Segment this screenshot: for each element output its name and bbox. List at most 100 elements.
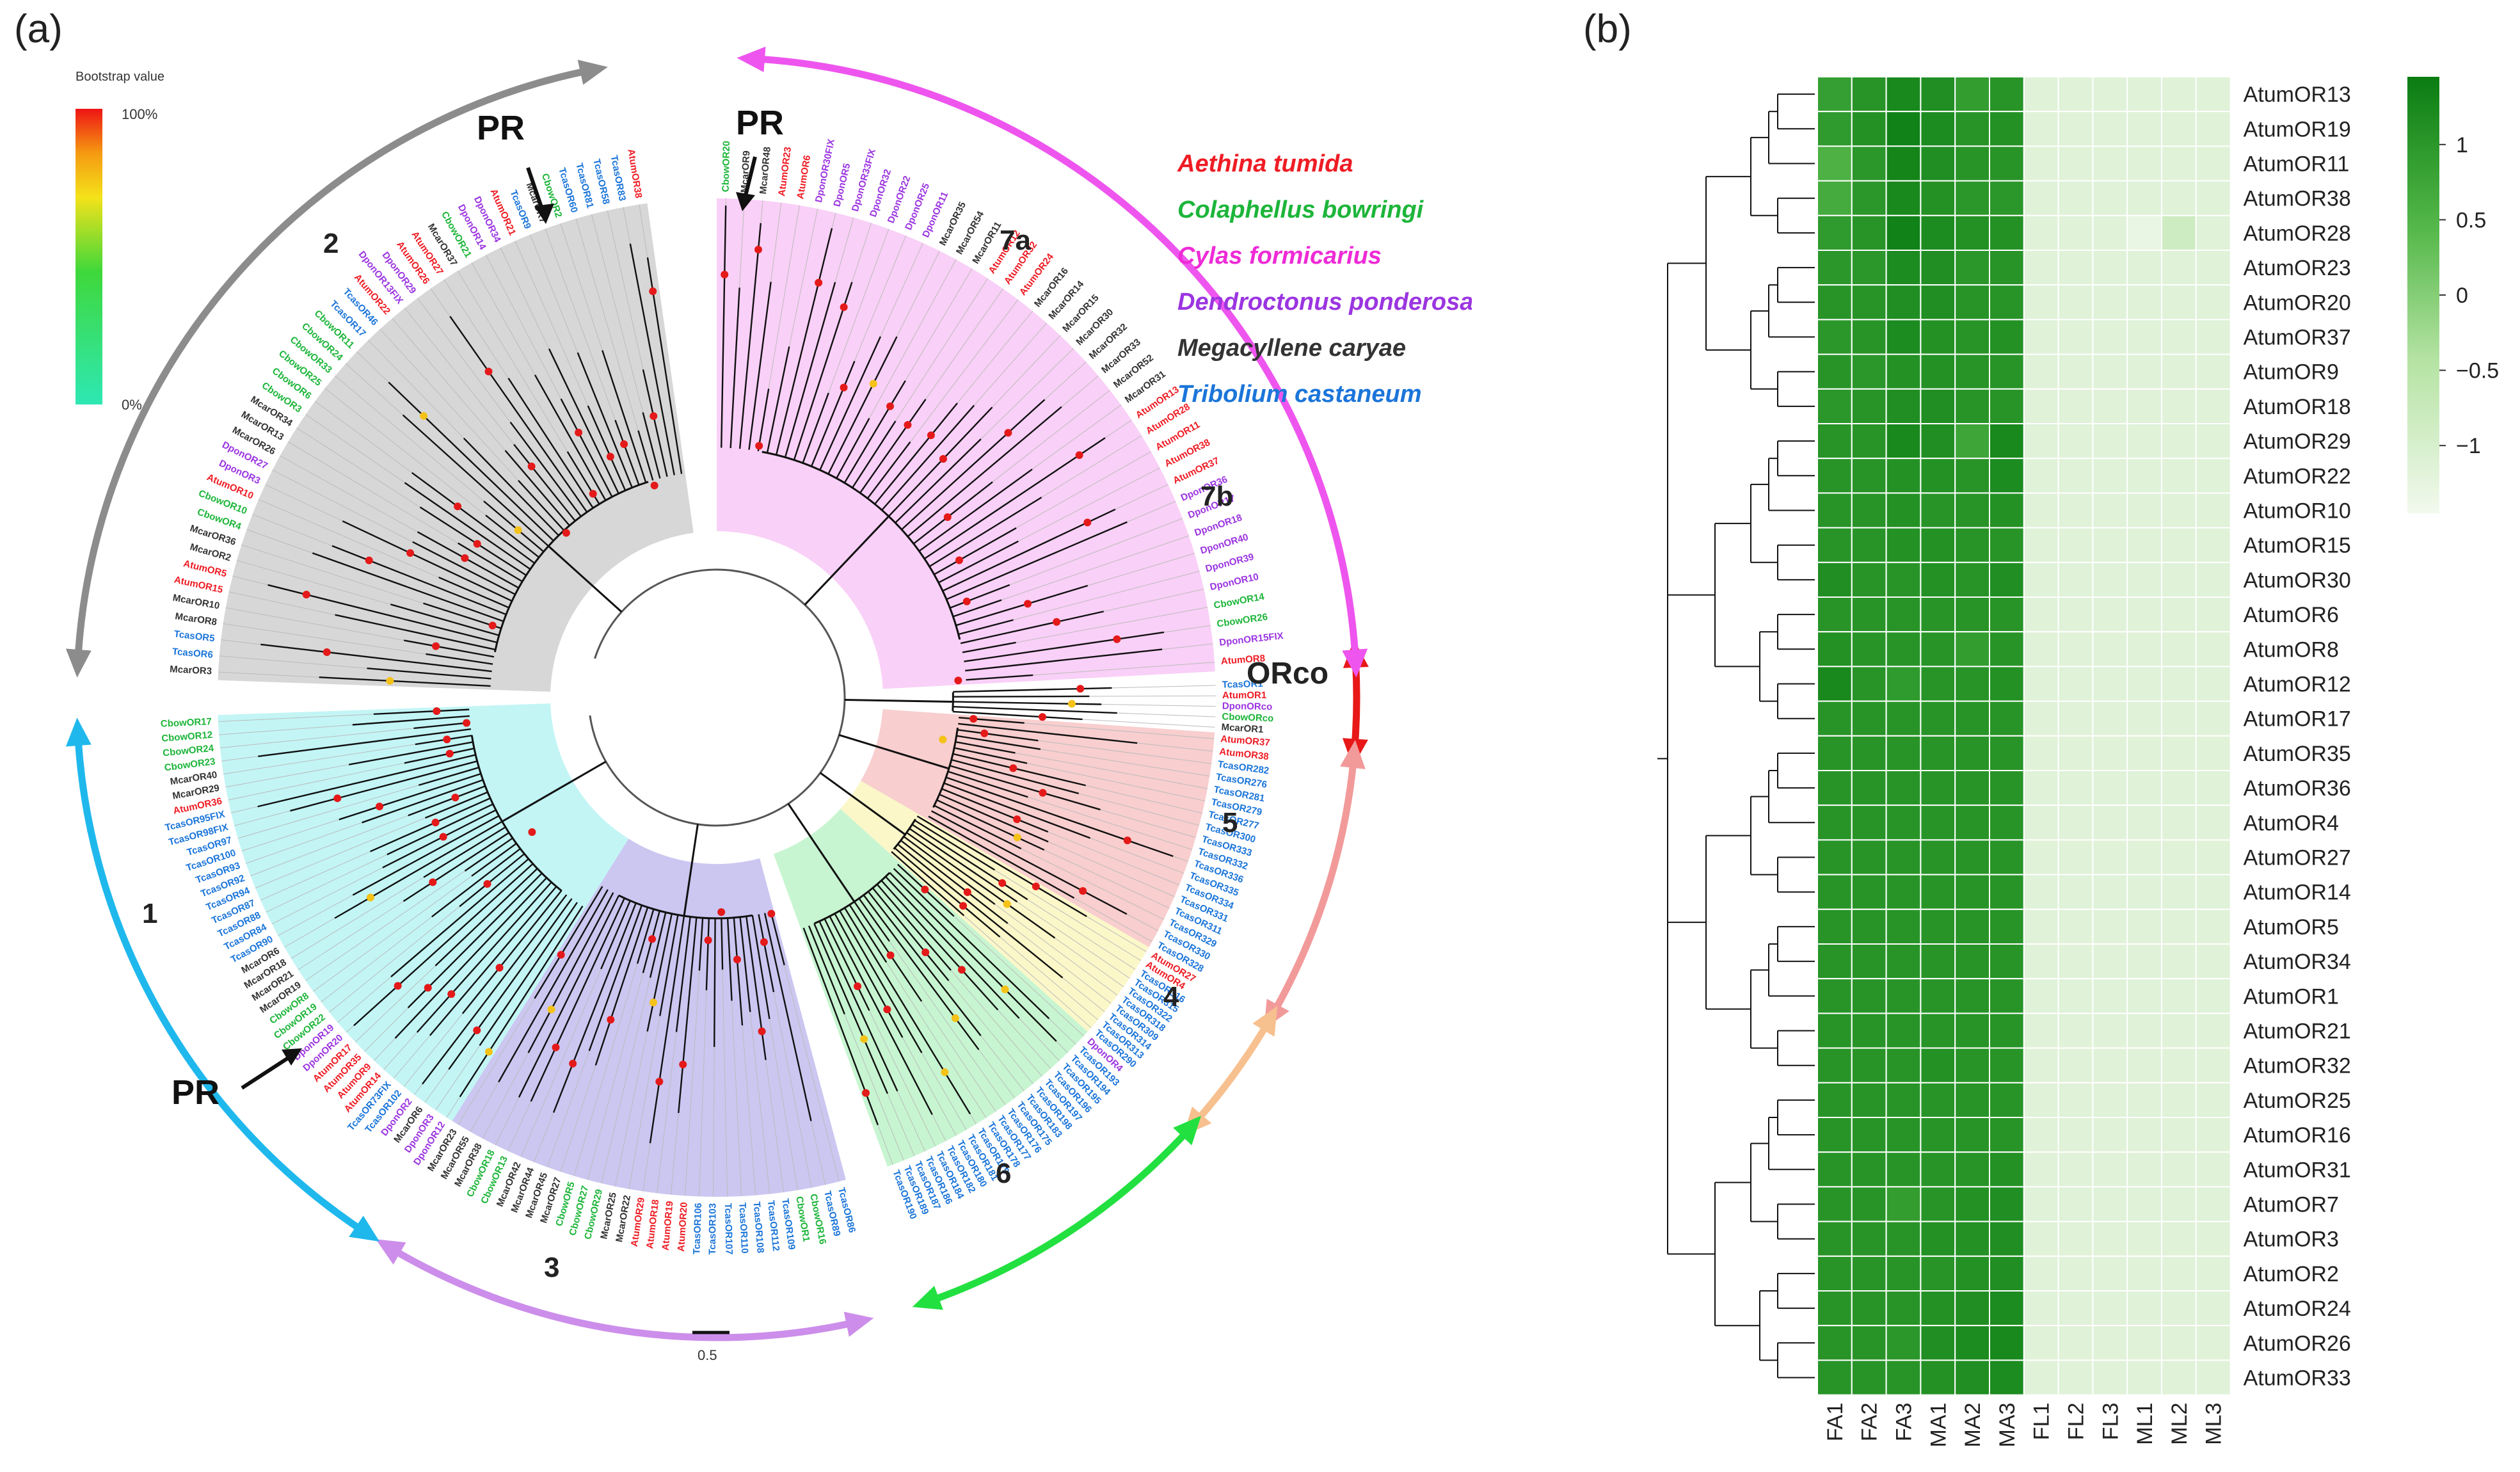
heatmap-cell <box>2057 458 2094 494</box>
leaf-branch <box>867 891 982 1036</box>
bootstrap-node <box>406 549 415 557</box>
heatmap-cell <box>2161 1359 2197 1396</box>
heatmap-cell <box>2057 319 2094 355</box>
leaf-label: AtumOR15 <box>173 574 223 595</box>
heatmap-cell <box>2092 666 2128 702</box>
leaf-guide <box>910 299 1019 442</box>
heatmap-cell <box>1817 388 1853 424</box>
heatmap-cell <box>1885 700 1922 737</box>
leaf-label: DponOR40 <box>1199 532 1250 557</box>
heatmap-cell <box>1920 1255 1956 1292</box>
leaf-branch <box>594 907 649 1066</box>
leaf-branch <box>953 701 1102 705</box>
leaf-guide <box>765 1060 785 1193</box>
leaf-branch <box>766 346 790 453</box>
leaf-branch <box>426 653 493 665</box>
leaf-branch <box>577 352 633 488</box>
heatmap-cell <box>1817 527 1853 563</box>
heatmap-cell <box>2092 458 2128 494</box>
leaf-guide <box>346 363 403 415</box>
heatmap-cell <box>2126 492 2162 529</box>
heatmap-cell <box>1817 76 1853 113</box>
bootstrap-node <box>921 885 929 893</box>
leaf-branch <box>335 614 496 651</box>
clade-label-6: 6 <box>996 1158 1011 1189</box>
clade-label-2: 2 <box>323 228 339 259</box>
heatmap-cell <box>2161 735 2197 772</box>
heatmap-cell <box>2161 458 2197 494</box>
leaf-guide <box>1087 553 1195 586</box>
leaf-guide <box>305 414 405 483</box>
bootstrap-node <box>1123 836 1131 845</box>
heatmap-cell <box>2195 458 2231 494</box>
leaf-branch <box>290 760 478 812</box>
heatmap-cell <box>1851 353 1887 390</box>
heatmap-cell <box>2161 1186 2197 1222</box>
leaf-branch <box>952 753 1086 787</box>
heatmap-cell <box>2161 1325 2197 1361</box>
heatmap-cell <box>2195 839 2231 876</box>
bootstrap-node <box>840 303 848 311</box>
heatmap-cell <box>1851 943 1887 980</box>
leaf-guide <box>828 228 889 394</box>
heatmap-cell <box>2161 492 2197 529</box>
leaf-guide <box>374 1037 395 1061</box>
heatmap-cell <box>1920 527 1956 563</box>
clade-1-arc-head <box>65 717 92 747</box>
heatmap-cell <box>2092 561 2128 598</box>
leaf-guide <box>994 904 1118 996</box>
heatmap-cell <box>2092 180 2128 216</box>
leaf-guide <box>219 724 353 735</box>
heatmap-cell <box>2023 839 2059 876</box>
heatmap-cell <box>2023 353 2059 390</box>
heatmap-row-label: AtumOR12 <box>2244 673 2351 697</box>
bootstrap-node <box>552 1043 560 1052</box>
leaf-guide <box>221 756 259 762</box>
leaf-guide <box>973 323 1047 406</box>
heatmap-cell <box>2161 596 2197 633</box>
leaf-label: CbowOR12 <box>161 730 213 744</box>
leaf-branch <box>802 392 829 463</box>
heatmap-cell <box>2057 250 2094 286</box>
leaf-label: CbowOR20 <box>721 141 732 192</box>
leaf-guide <box>587 973 644 1180</box>
clade-label-4: 4 <box>1163 981 1179 1012</box>
heatmap-cell <box>1989 596 2025 633</box>
leaf-guide <box>722 970 728 1197</box>
leaf-branch <box>423 602 502 629</box>
heatmap-cell <box>2023 388 2059 424</box>
leaf-guide <box>443 279 509 379</box>
heatmap-row-label: AtumOR31 <box>2244 1158 2351 1182</box>
heatmap-cell <box>1920 353 1956 390</box>
heatmap-cell <box>1954 492 1990 529</box>
leaf-guide <box>1104 420 1132 438</box>
heatmap-cell <box>2023 943 2059 980</box>
clade-sector-c4 <box>840 781 1149 1032</box>
leaf-branch <box>738 223 762 449</box>
leaf-label: CbowORco <box>1222 711 1273 724</box>
leaf-guide <box>288 441 458 544</box>
heatmap-cell <box>2057 353 2094 390</box>
heatmap-cell <box>1817 1047 1853 1084</box>
bootstrap-node <box>431 819 440 827</box>
leaf-branch <box>534 886 603 999</box>
leaf-branch <box>408 785 486 817</box>
heatmap-cell <box>2161 1117 2197 1153</box>
leaf-branch <box>907 406 1062 538</box>
heatmap-cell <box>1954 1117 1990 1153</box>
heatmap-cell <box>1851 978 1887 1014</box>
heatmap-cell <box>2161 1151 2197 1188</box>
heatmap-cell <box>1817 666 1853 702</box>
heatmap-cell <box>1885 1117 1922 1153</box>
heatmap-cell <box>2126 943 2162 980</box>
leaf-label: AtumOR19 <box>660 1201 675 1251</box>
heatmap-cell <box>2023 1012 2059 1049</box>
heatmap-cell <box>2057 978 2094 1014</box>
heatmap-cell <box>1989 492 2025 529</box>
bootstrap-gradient <box>76 109 102 404</box>
heatmap-cell <box>2126 423 2162 460</box>
leaf-branch <box>412 541 516 595</box>
heatmap-cell <box>1885 1220 1922 1257</box>
panel-label-a: (a) <box>14 7 63 51</box>
leaf-guide <box>218 714 374 723</box>
